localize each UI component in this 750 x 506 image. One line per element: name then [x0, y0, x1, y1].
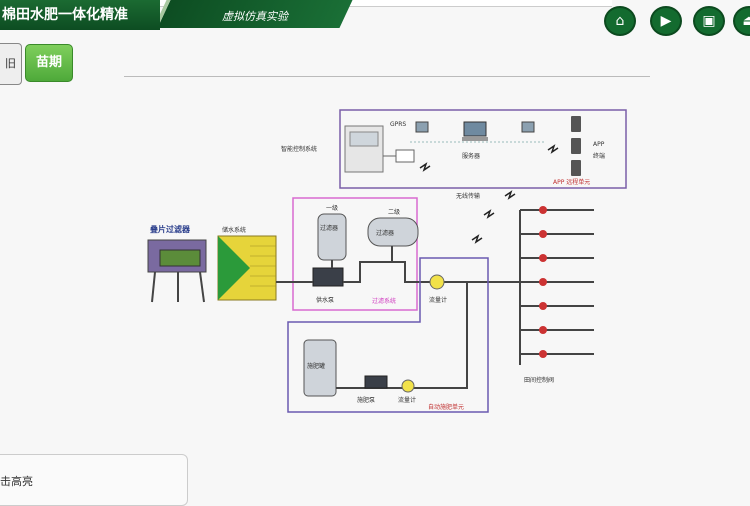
field-valves: [539, 206, 547, 358]
smart-control-label: 智能控制系统: [281, 145, 317, 153]
wireless-signal-4: [483, 209, 495, 219]
fert-pump-label: 施肥泵: [357, 396, 375, 404]
fert-pipe: [336, 282, 468, 389]
previous-stage-button[interactable]: 旧: [0, 43, 22, 85]
flowmeter: [429, 274, 445, 290]
current-stage-button[interactable]: 苗期: [25, 44, 73, 82]
save-icon: ▣: [702, 13, 716, 29]
wireless-signal-1: [419, 162, 431, 172]
sand-filter-label: 过滤器: [320, 224, 338, 232]
field-valve-label: 田间控制阀: [524, 376, 554, 384]
phone-2: [571, 138, 581, 154]
hint-text: 击高亮: [0, 475, 33, 488]
wireless-signal-2: [547, 144, 559, 154]
home-button[interactable]: ⌂: [604, 6, 636, 36]
fert-flowmeter-label: 流量计: [398, 396, 416, 404]
gprs-label: GPRS: [390, 121, 406, 128]
save-button[interactable]: ▣: [693, 6, 725, 36]
title-tab: 棉田水肥一体化精准: [0, 0, 160, 30]
server-label: 服务器: [462, 152, 480, 160]
wireless-signal-5: [471, 234, 483, 244]
video-icon: ▶: [660, 13, 672, 29]
fert-flowmeter: [401, 379, 415, 393]
flowmeter-label: 流量计: [429, 296, 447, 304]
gprs-module: [395, 149, 415, 163]
second-stage-label: 二级: [388, 208, 400, 216]
sand-filter-tank: [317, 213, 347, 261]
computer-node-1: [415, 121, 429, 133]
hint-panel: [0, 454, 188, 506]
divider: [124, 76, 650, 77]
phone-3: [571, 160, 581, 176]
server-monitor: [463, 121, 487, 137]
app-label: APP: [593, 141, 605, 148]
fert-tank-label: 施肥罐: [307, 362, 325, 370]
secondary-filter-label: 过滤器: [376, 229, 394, 237]
app-remote-label: APP 远程单元: [553, 178, 590, 186]
auto-fert-box: [287, 257, 489, 413]
subtitle: 虚拟仿真实验: [222, 10, 288, 23]
wireless-signal-3: [504, 190, 516, 200]
home-icon: ⌂: [615, 13, 625, 29]
fert-tank: [303, 339, 337, 397]
top-white-strip: [160, 0, 612, 7]
control-system-box: [339, 109, 627, 189]
filter-system-label: 过滤系统: [372, 297, 396, 305]
video-button[interactable]: ▶: [650, 6, 682, 36]
fert-pump: [364, 375, 388, 389]
phone-1: [571, 116, 581, 132]
field-valve-group: [520, 209, 594, 355]
exit-icon: ⏏: [742, 13, 750, 29]
supply-pump: [312, 267, 344, 287]
app-title: 棉田水肥一体化精准: [2, 7, 128, 23]
screen-filter-label: 叠片过滤器: [150, 224, 191, 234]
wireless-label: 无线传输: [456, 192, 480, 200]
supply-pump-label: 供水泵: [316, 296, 334, 304]
computer-node-2: [521, 121, 535, 133]
terminal-label: 终端: [593, 152, 605, 160]
first-stage-label: 一级: [326, 204, 338, 212]
filter-system-box: [292, 197, 418, 311]
auto-fert-label: 自动施肥单元: [428, 403, 464, 411]
water-storage-label: 储水系统: [222, 226, 246, 234]
main-pipe: [276, 246, 520, 283]
